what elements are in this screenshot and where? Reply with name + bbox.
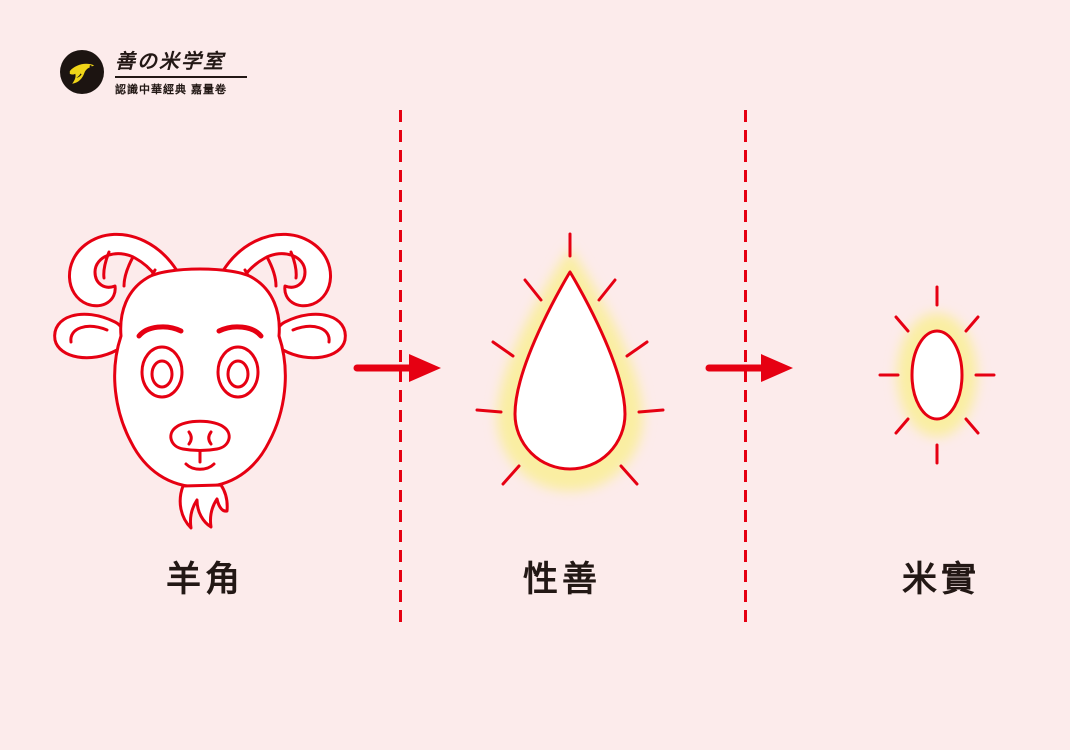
glowing-teardrop-illustration	[475, 232, 665, 517]
logo: 善の米学室 認識中華經典 嘉量卷	[60, 50, 247, 97]
step-label-good-nature: 性善	[522, 560, 601, 599]
bird-icon	[67, 57, 97, 87]
arrow-right-icon	[353, 354, 441, 382]
logo-circle	[60, 50, 104, 94]
logo-text: 善の米学室 認識中華經典 嘉量卷	[115, 50, 247, 97]
logo-subtitle: 認識中華經典 嘉量卷	[115, 84, 228, 96]
logo-title: 善の米学室	[115, 51, 225, 73]
glowing-rice-grain-illustration	[872, 283, 1002, 468]
arrow-right-icon	[705, 354, 793, 382]
step-label-rice-grain: 米實	[901, 560, 980, 599]
logo-divider	[115, 76, 247, 78]
goat-head-illustration	[35, 200, 365, 535]
step-label-goat-horn: 羊角	[165, 560, 244, 599]
